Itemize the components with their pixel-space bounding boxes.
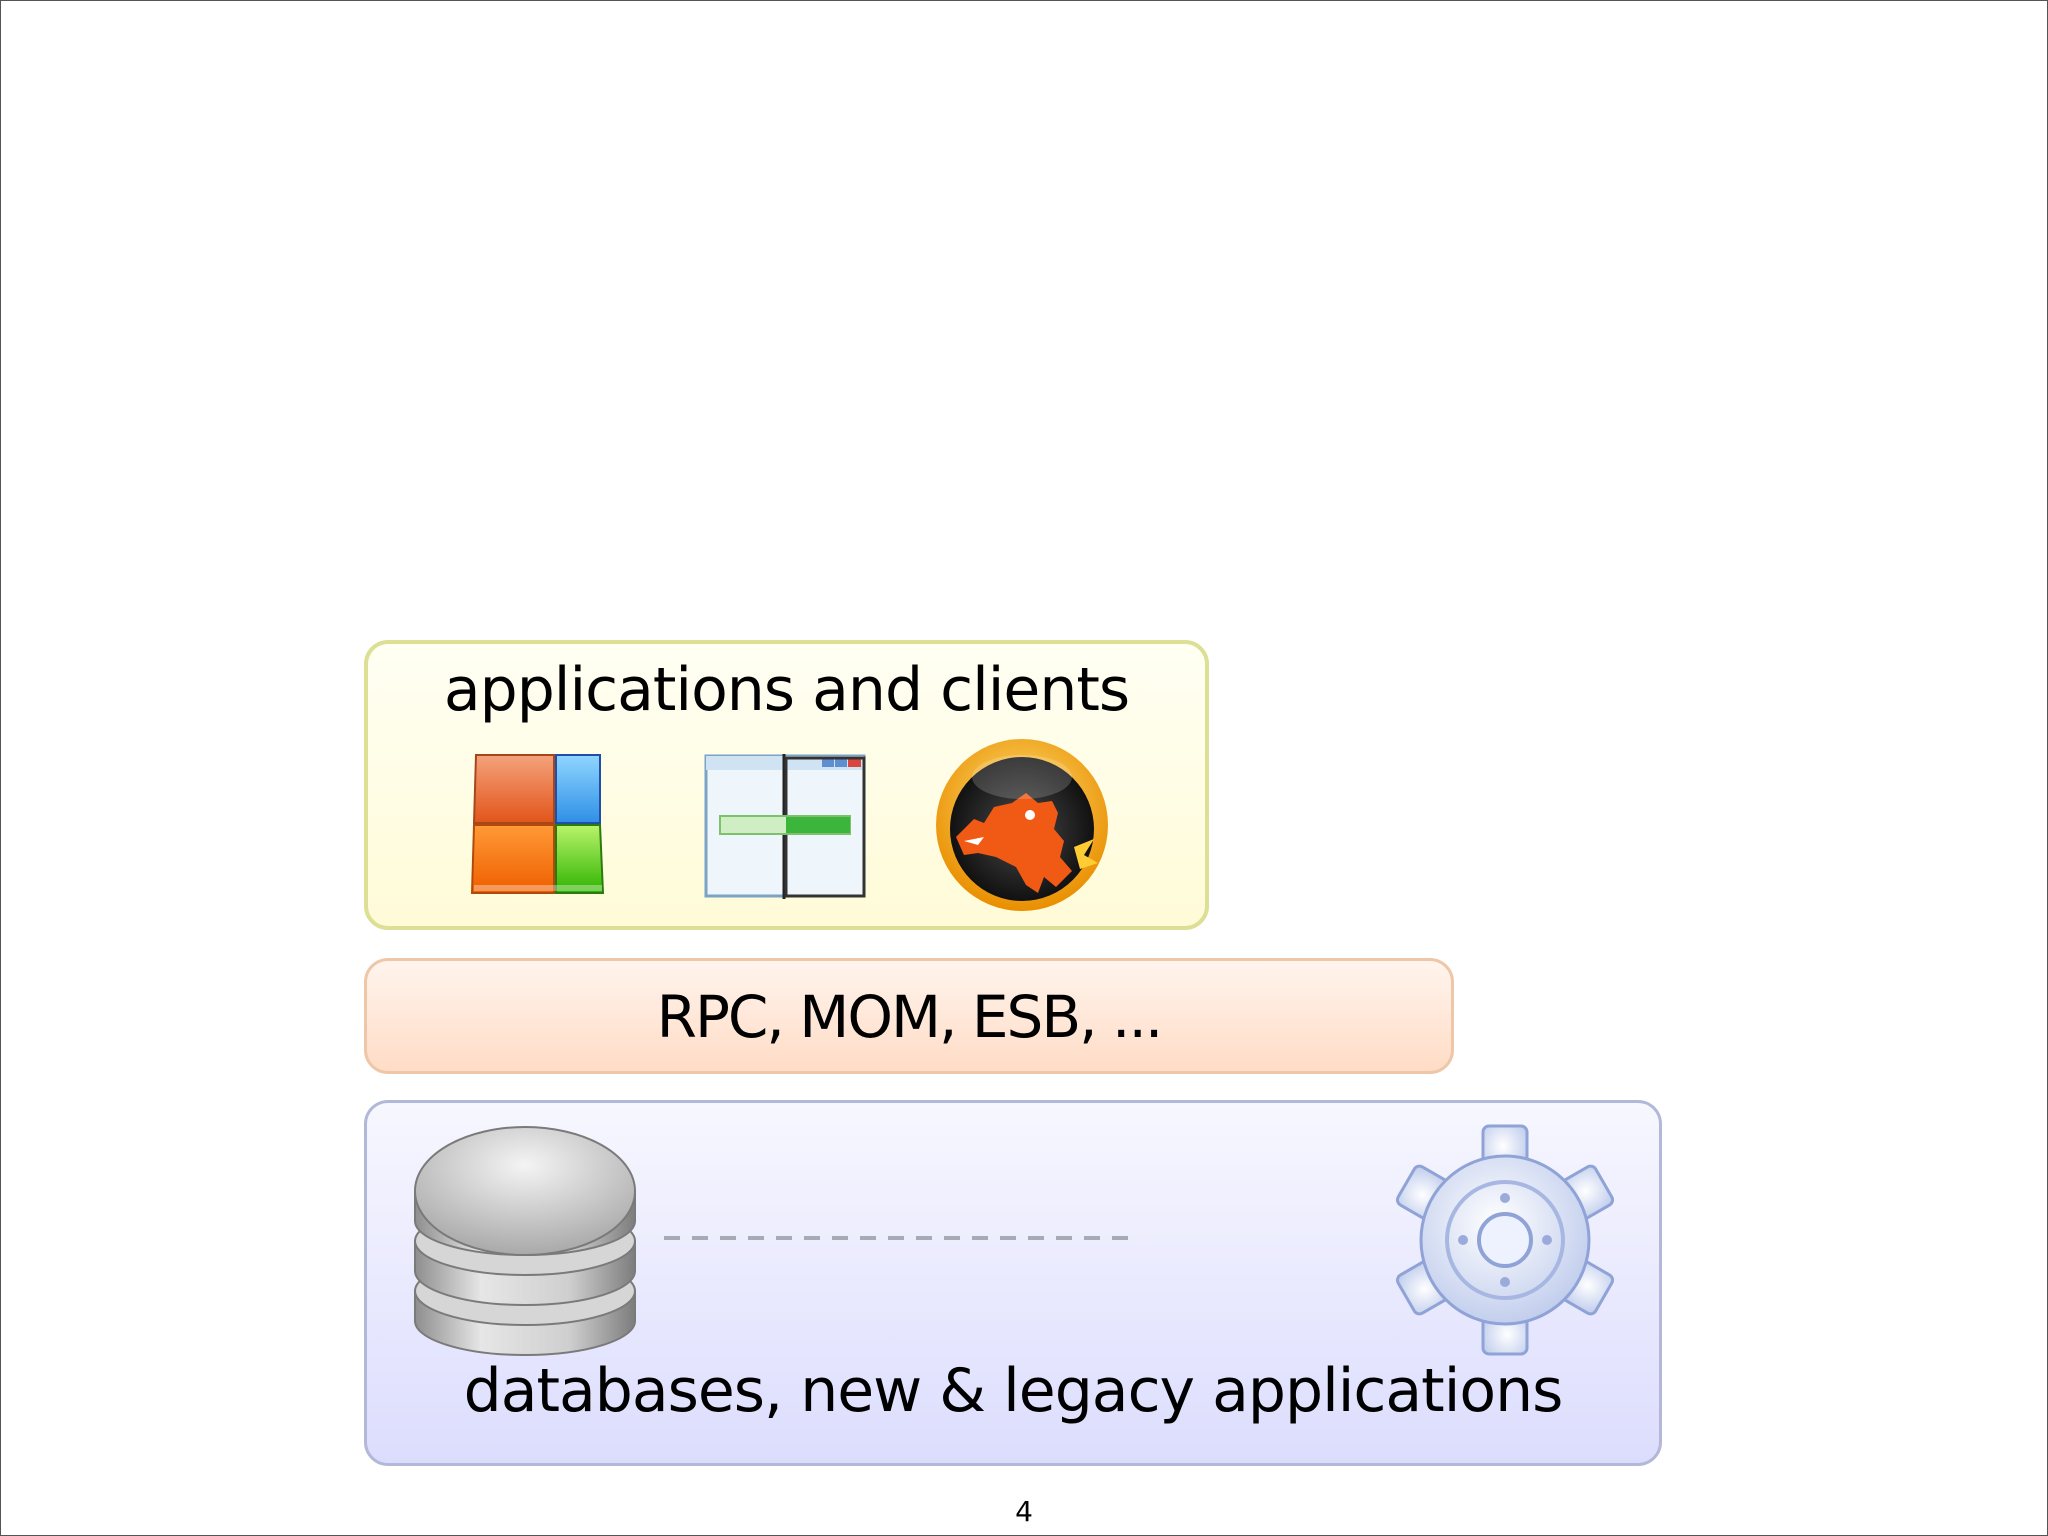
backend-layer: databases, new & legacy applications [364, 1100, 1662, 1466]
windows-logo-icon [470, 754, 605, 894]
applications-layer-title: applications and clients [443, 655, 1130, 725]
application-window-icon [704, 754, 866, 899]
middleware-layer: RPC, MOM, ESB, ... [364, 958, 1454, 1074]
connector-dashed-line [664, 1236, 1132, 1240]
page-number: 4 [1015, 1495, 1033, 1528]
backend-layer-title: databases, new & legacy applications [463, 1356, 1564, 1426]
middleware-layer-title: RPC, MOM, ESB, ... [656, 983, 1164, 1051]
gear-icon [1395, 1124, 1615, 1356]
database-icon [414, 1126, 636, 1356]
mozilla-icon [936, 739, 1108, 911]
applications-layer: applications and clients [364, 640, 1209, 930]
